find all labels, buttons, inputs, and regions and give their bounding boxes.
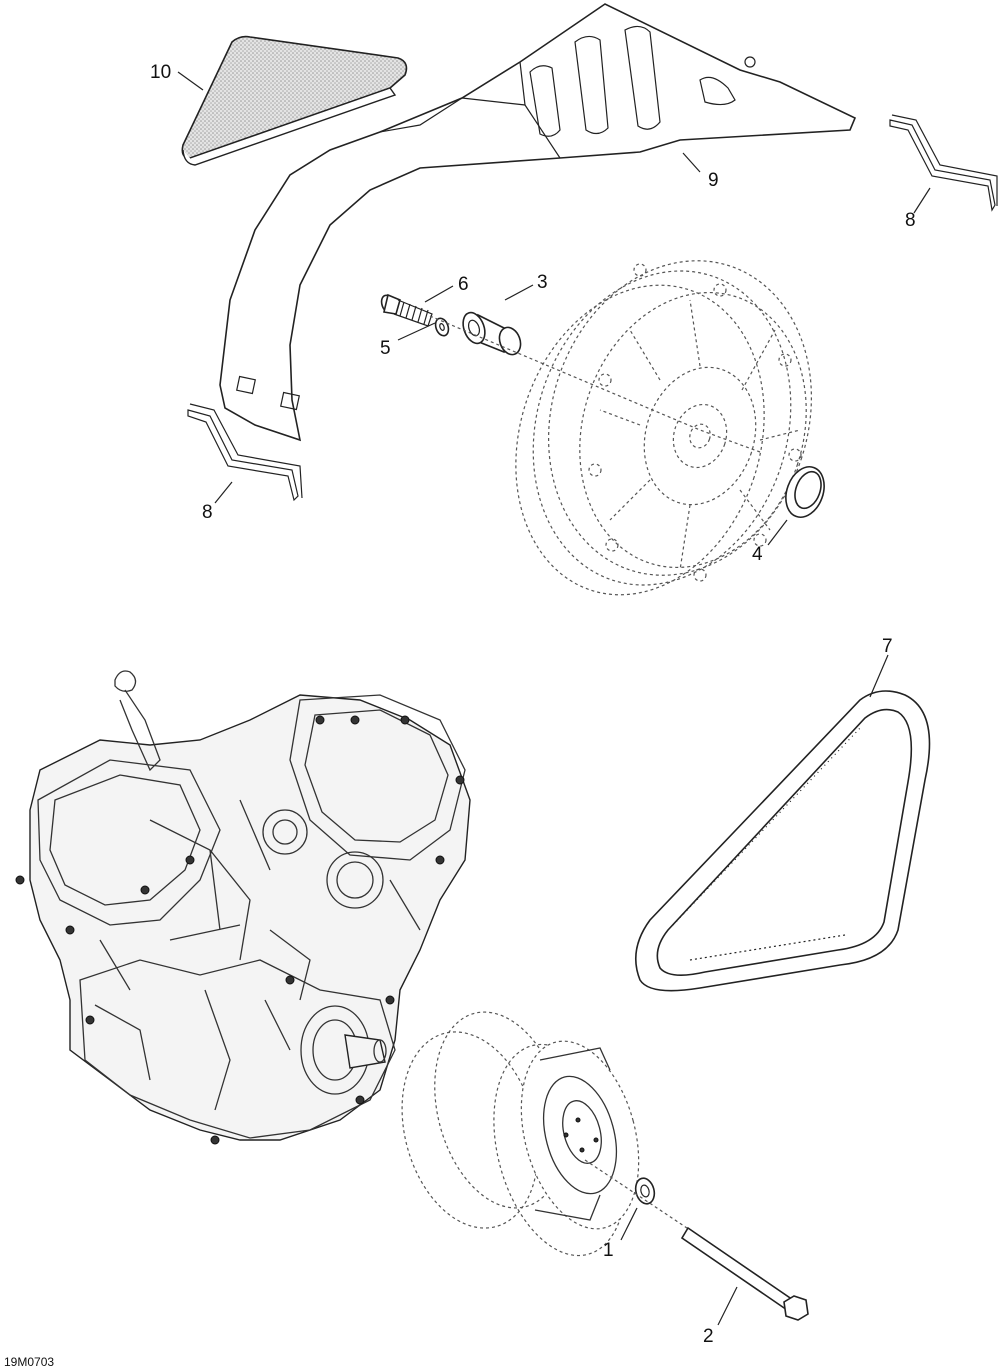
driven-pulley-phantom: [515, 260, 812, 596]
figure-reference-code: 19M0703: [4, 1355, 54, 1369]
drive-belt-part: [634, 690, 931, 992]
callout-8-upper: 8: [905, 210, 916, 231]
leader-lines: [177, 71, 931, 1326]
callout-7: 7: [882, 636, 893, 657]
spacer-ring-part: [785, 466, 825, 518]
foam-pad-part: [181, 35, 408, 166]
callout-9: 9: [708, 170, 719, 191]
callout-10: 10: [150, 62, 171, 83]
long-bolt-part: [680, 1226, 809, 1321]
callout-8-lower: 8: [202, 502, 213, 523]
callout-3: 3: [537, 272, 548, 293]
bolt-part-upper: [380, 293, 433, 327]
engine-assembly: [15, 670, 471, 1145]
washer-part-upper: [434, 317, 450, 337]
callout-1: 1: [603, 1240, 614, 1261]
callout-2: 2: [703, 1326, 714, 1347]
bushing-part: [462, 311, 522, 356]
belt-guard-part: [219, 3, 857, 442]
callout-5: 5: [380, 338, 391, 359]
clip-part-upper: [889, 114, 998, 212]
clip-part-lower: [187, 403, 303, 502]
callout-4: 4: [752, 544, 763, 565]
callout-6: 6: [458, 274, 469, 295]
drive-pulley-phantom: [401, 1011, 640, 1257]
